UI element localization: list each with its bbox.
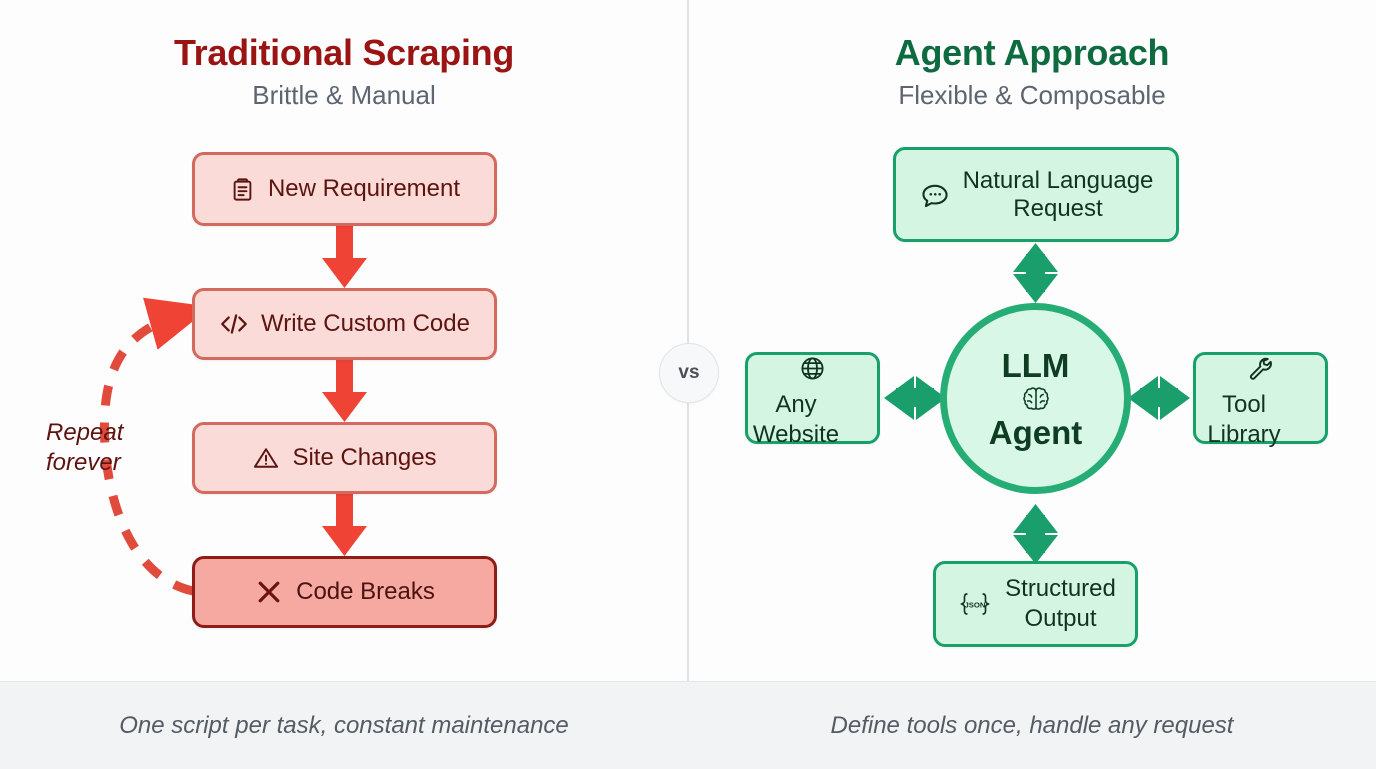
node-any-website[interactable]: Any Website [745,352,880,448]
chat-bubble-icon [919,180,951,210]
clipboard-icon [229,176,256,203]
left-panel-subtitle: Brittle & Manual [252,80,436,110]
right-panel-title: Agent Approach [894,32,1170,73]
x-mark-icon [254,577,284,607]
footer-bar: One script per task, constant maintenanc… [0,681,1376,769]
node-label: Tool Library [1207,391,1281,448]
code-brackets-icon [219,311,249,337]
node-write-custom-code[interactable]: Write Custom Code [192,288,497,360]
warning-triangle-icon [252,444,280,472]
svg-text:JSON: JSON [965,601,986,610]
node-label: Natural Language Request [962,166,1154,222]
node-natural-language-request[interactable]: Natural Language Request [893,147,1179,242]
panel-agent-approach: Agent Approach Flexible & Composable [688,0,1376,681]
node-label: Site Changes [292,444,437,472]
node-structured-output[interactable]: JSON Structured Output [933,561,1138,647]
node-llm-agent[interactable]: LLM Agent [940,303,1131,494]
llm-agent-line2: Agent [988,413,1083,451]
node-label: New Requirement [267,175,461,203]
vs-badge: vs [659,343,719,403]
llm-agent-line1: LLM [1001,346,1070,384]
node-label: Structured Output [1005,575,1116,632]
node-new-requirement[interactable]: New Requirement [192,152,497,226]
repeat-forever-label: Repeat forever [46,419,124,476]
node-label: Any Website [752,391,840,448]
node-tool-library[interactable]: Tool Library [1193,352,1328,448]
wrench-icon [1247,355,1274,382]
node-site-changes[interactable]: Site Changes [192,422,497,494]
brain-icon [1021,385,1051,413]
json-braces-icon: JSON [955,589,995,619]
node-label: Code Breaks [296,578,435,606]
globe-icon [799,355,826,382]
left-panel-title: Traditional Scraping [173,32,515,73]
footer-caption-left: One script per task, constant maintenanc… [119,711,569,739]
panel-traditional-scraping: Traditional Scraping Brittle & Manual [0,0,688,681]
footer-caption-right: Define tools once, handle any request [830,711,1234,739]
node-label: Write Custom Code [261,310,470,338]
right-panel-subtitle: Flexible & Composable [898,80,1166,110]
node-code-breaks[interactable]: Code Breaks [192,556,497,628]
